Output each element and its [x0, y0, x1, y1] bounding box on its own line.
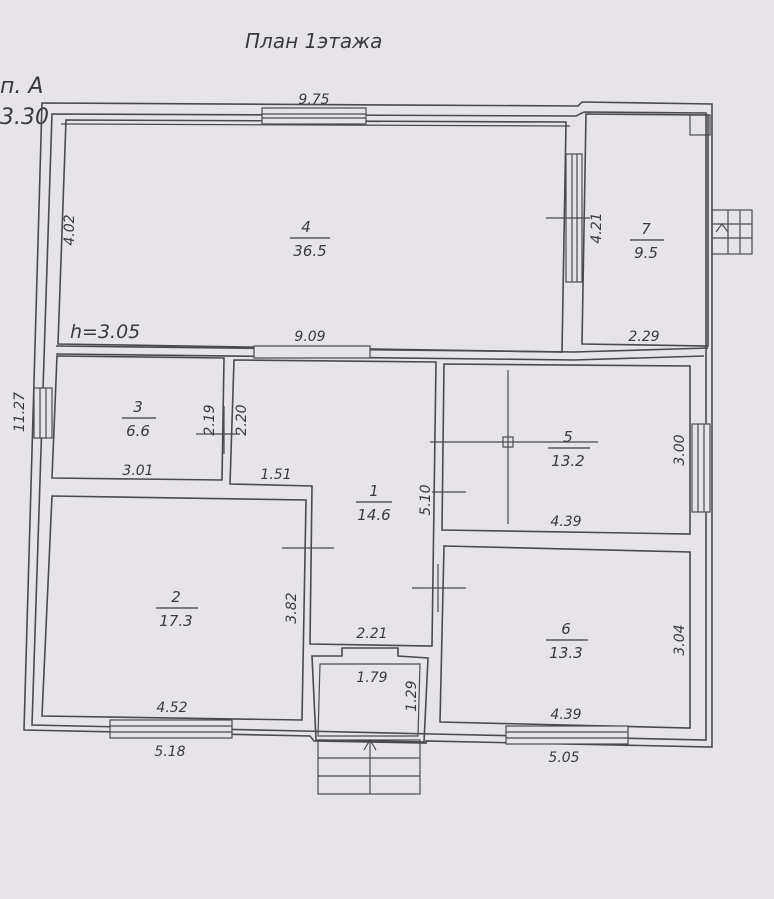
room-3-outline [51, 355, 225, 481]
dim-left-top: 4.02 [62, 214, 78, 245]
dim-room2-h: 3.82 [284, 592, 300, 623]
dimensions-horizontal: 9.75 2.29 9.09 3.01 1.51 4.39 2.21 1.79 … [122, 92, 659, 766]
dim-room5-h: 3.00 [672, 434, 688, 465]
room-5-outline [441, 363, 691, 535]
windows [33, 107, 711, 745]
dim-room5-w: 4.39 [550, 514, 581, 530]
window-right [691, 423, 711, 513]
entry-vestibule [311, 647, 429, 743]
room-7-area: 9.5 [634, 244, 658, 262]
side-steps [711, 209, 753, 255]
dim-room7-bottom: 2.29 [628, 329, 659, 345]
dim-room2-w: 4.52 [156, 700, 187, 716]
dim-bottom-left: 5.18 [154, 744, 185, 760]
opening-mid-wall [253, 345, 371, 359]
dim-top-overall: 9.75 [298, 92, 329, 108]
dim-corridor-w: 1.51 [260, 467, 291, 483]
axis-mark: п. А [0, 74, 43, 99]
dim-entry-h: 1.29 [404, 680, 420, 711]
room-3-id: 3 [133, 398, 143, 416]
room-2-id: 2 [171, 588, 181, 606]
room-2-area: 17.3 [159, 612, 192, 630]
room-4-outline [57, 119, 571, 353]
room-7-outline [581, 113, 711, 347]
dim-room3-h2: 2.20 [234, 404, 250, 435]
room-1-area: 14.6 [357, 506, 390, 524]
dim-room6-h: 3.04 [672, 624, 688, 655]
dim-room3-w: 3.01 [122, 463, 153, 479]
window-left [33, 387, 53, 439]
middle-wall [55, 345, 709, 361]
window-bottom-right [505, 725, 629, 745]
room-1-outline [229, 359, 437, 647]
room-labels: 4 36.5 7 9.5 3 6.6 1 14.6 5 13.2 2 17.3 … [122, 218, 664, 662]
dim-room4-right: 4.21 [589, 212, 605, 243]
dim-entry-w2: 1.79 [356, 670, 387, 686]
room-5-id: 5 [563, 428, 573, 446]
dim-room1-h: 5.10 [418, 484, 434, 515]
window-top [261, 107, 367, 125]
entry-steps [317, 738, 421, 795]
dim-room3-h1: 2.19 [202, 404, 218, 435]
room-7-id: 7 [641, 220, 651, 238]
dim-entry-w1: 2.21 [356, 626, 387, 642]
room-4-id: 4 [301, 218, 311, 236]
dim-left-overall: 11.27 [12, 392, 28, 432]
room-3-area: 6.6 [126, 422, 150, 440]
room-5-area: 13.2 [551, 452, 584, 470]
room-6-id: 6 [561, 620, 571, 638]
dim-bottom-right: 5.05 [548, 750, 579, 766]
window-bottom-left [109, 719, 233, 739]
dim-mid-wall: 9.09 [294, 329, 325, 345]
room-4-area: 36.5 [293, 242, 326, 260]
door-marks [196, 217, 598, 612]
room-1-id: 1 [369, 482, 379, 500]
room-6-outline [439, 545, 691, 729]
room-6-area: 13.3 [549, 644, 582, 662]
dimensions-vertical: 4.02 11.27 4.21 2.19 2.20 5.10 3.00 3.82… [12, 212, 688, 711]
plan-title: План 1этажа [245, 29, 382, 53]
room-2-outline [41, 495, 307, 721]
height-note: h=3.05 [70, 321, 140, 343]
dim-room6-w: 4.39 [550, 707, 581, 723]
